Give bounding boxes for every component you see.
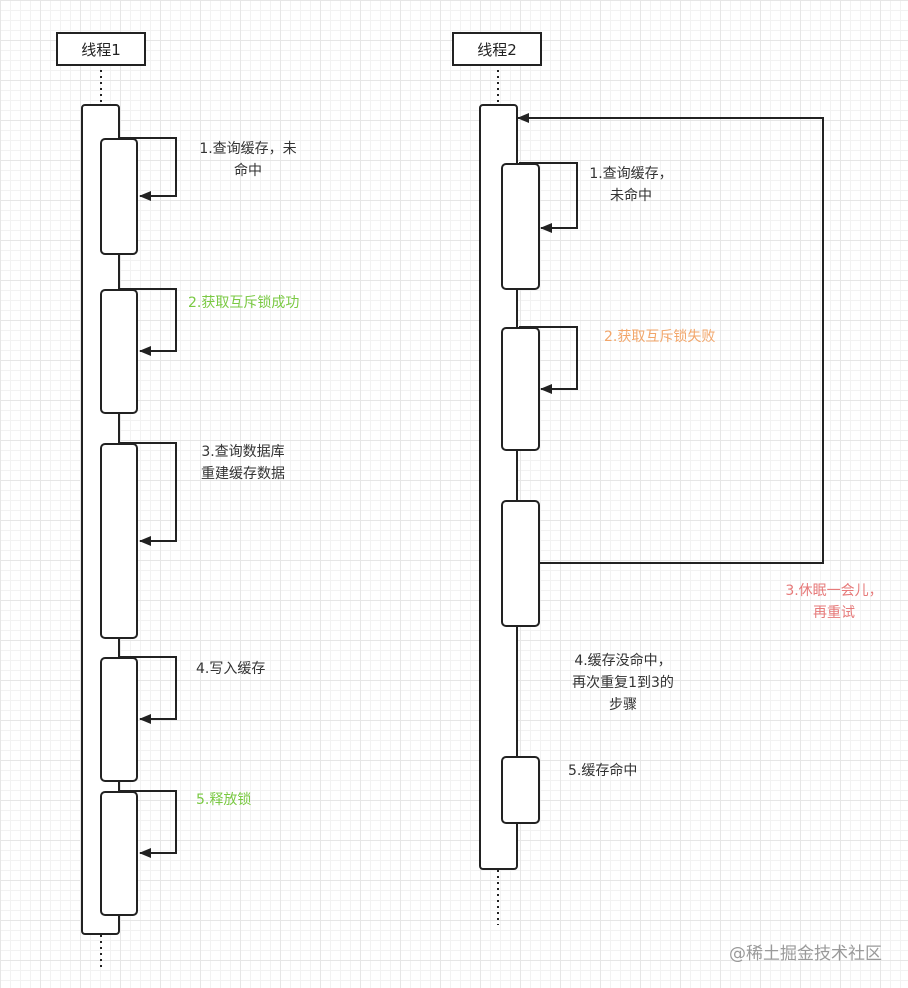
thread2-step-1-label: 1.查询缓存， 未命中 [586, 163, 676, 207]
thread2-step-1-line2: 未命中 [610, 188, 652, 204]
thread2-activation-2 [501, 327, 540, 451]
thread1-activation-3 [100, 443, 138, 639]
thread1-step-3-label: 3.查询数据库 重建缓存数据 [188, 441, 298, 485]
thread2-step-4-line2: 再次重复1到3的 [572, 675, 674, 691]
thread1-activation-2 [100, 289, 138, 414]
thread1-activation-1 [100, 138, 138, 255]
thread2-activation-1 [501, 163, 540, 290]
thread1-self-arrow-4 [118, 656, 177, 724]
thread2-retry-loop-arrow [517, 113, 824, 564]
thread1-self-arrow-2 [118, 288, 177, 356]
thread1-header: 线程1 [56, 32, 146, 66]
thread1-step-3-line2: 重建缓存数据 [201, 466, 285, 482]
thread2-step-5-label: 5.缓存命中 [568, 760, 637, 782]
thread1-step-5-line1: 5.释放锁 [196, 792, 252, 808]
thread2-step-3-line1: 3.休眠一会儿， [785, 583, 883, 599]
thread1-step-2-line1: 2.获取互斥锁成功 [188, 295, 300, 311]
thread1-step-4-label: 4.写入缓存 [196, 658, 265, 680]
thread1-step-3-line1: 3.查询数据库 [201, 444, 285, 460]
thread2-step-3-label: 3.休眠一会儿， 再重试 [778, 580, 890, 624]
thread2-activation-3 [501, 500, 540, 627]
thread1-activation-4 [100, 657, 138, 782]
thread2-step-4-line1: 4.缓存没命中， [574, 653, 672, 669]
thread2-step-4-label: 4.缓存没命中， 再次重复1到3的 步骤 [558, 650, 688, 716]
thread2-self-arrow-2 [519, 326, 578, 394]
thread1-step-2-label: 2.获取互斥锁成功 [188, 292, 299, 314]
thread1-self-arrow-5 [118, 790, 177, 858]
thread1-step-1-line1: 1.查询缓存，未 [199, 141, 297, 157]
thread1-self-arrow-1 [118, 137, 177, 201]
thread2-title: 线程2 [477, 40, 517, 59]
thread2-step-1-line1: 1.查询缓存， [589, 166, 673, 182]
thread1-step-1-label: 1.查询缓存，未 命中 [188, 138, 308, 182]
thread1-step-5-label: 5.释放锁 [196, 789, 251, 811]
thread1-step-1-line2: 命中 [234, 163, 262, 179]
thread2-header: 线程2 [452, 32, 542, 66]
thread2-step-5-line1: 5.缓存命中 [568, 763, 638, 779]
thread1-activation-5 [100, 791, 138, 916]
thread2-step-2-label: 2.获取互斥锁失败 [604, 326, 715, 348]
thread1-step-4-line1: 4.写入缓存 [196, 661, 266, 677]
watermark: @稀土掘金技术社区 [729, 944, 882, 964]
thread2-activation-5 [501, 756, 540, 824]
thread1-self-arrow-3 [118, 442, 177, 546]
thread2-step-4-line3: 步骤 [609, 697, 637, 713]
thread2-step-3-line2: 再重试 [813, 605, 855, 621]
thread2-step-2-line1: 2.获取互斥锁失败 [604, 329, 716, 345]
thread2-self-arrow-1 [519, 162, 578, 233]
thread1-title: 线程1 [81, 40, 121, 59]
